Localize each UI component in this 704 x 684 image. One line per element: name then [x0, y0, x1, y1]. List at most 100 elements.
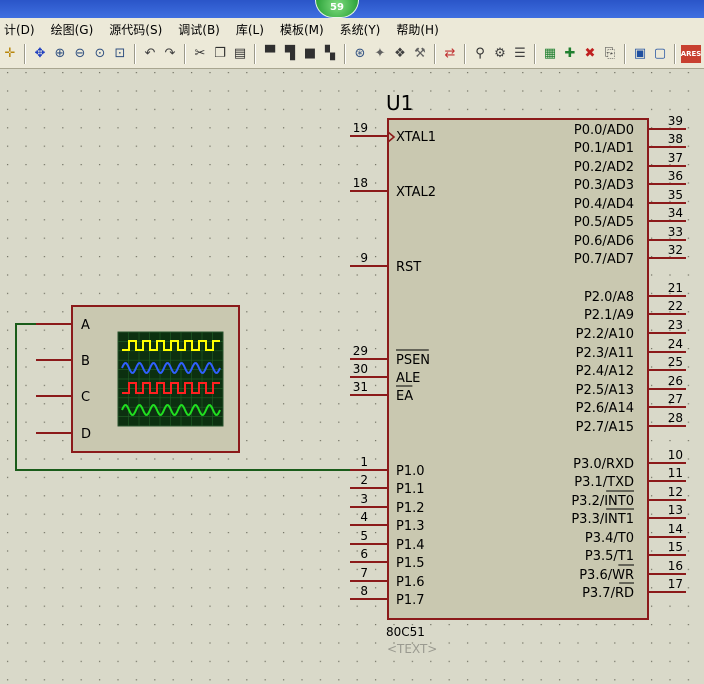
target-icon[interactable]: ✛ [4, 46, 16, 61]
pin-number-7: 7 [360, 566, 368, 580]
pin-label-p0-5-ad5: P0.5/AD5 [574, 215, 634, 230]
pin-label-p3-6-wr: P3.6/WR [579, 568, 634, 583]
pin-number-27: 27 [668, 392, 683, 406]
copy-icon[interactable]: ❐ [214, 46, 226, 61]
pin-number-35: 35 [668, 188, 683, 202]
pin-number-13: 13 [668, 503, 683, 517]
pin-number-23: 23 [668, 318, 683, 332]
block-copy-icon[interactable]: ▀ [265, 46, 275, 61]
pan-icon[interactable]: ✥ [34, 46, 46, 61]
menu-item-design[interactable]: 计(D) [4, 22, 35, 37]
pin-label-p2-2-a10: P2.2/A10 [576, 327, 634, 342]
scope-trace-a [122, 340, 220, 351]
zoom-in-icon[interactable]: ⊕ [54, 46, 66, 61]
pin-label-p3-7-rd: P3.7/RD [582, 586, 634, 601]
property-assign-icon[interactable]: ⚙ [494, 46, 506, 61]
toolbar-separator [464, 44, 466, 64]
pin-number-36: 36 [668, 169, 683, 183]
zoom-area-icon[interactable]: ⊡ [114, 46, 126, 61]
menu-item-graph[interactable]: 绘图(G) [50, 22, 94, 37]
pin-number-15: 15 [668, 540, 683, 554]
bill-of-materials-icon[interactable]: ▣ [633, 46, 647, 61]
pin-number-24: 24 [668, 337, 683, 351]
pin-number-9: 9 [360, 251, 368, 265]
microcontroller-u1[interactable]: U1 80C51 <TEXT> 19XTAL118XTAL29RST29PSEN… [350, 91, 686, 656]
zoom-all-icon[interactable]: ⊙ [94, 46, 106, 61]
menu-item-system[interactable]: 系统(Y) [339, 22, 381, 37]
pin-label-p0-4-ad4: P0.4/AD4 [574, 197, 634, 212]
pin-number-37: 37 [668, 151, 683, 165]
pin-number-26: 26 [668, 374, 683, 388]
cut-icon[interactable]: ✂ [194, 46, 206, 61]
pin-label-p1-1: P1.1 [396, 482, 425, 497]
pin-number-25: 25 [668, 355, 683, 369]
pick-device-icon[interactable]: ⊛ [354, 46, 366, 61]
pin-number-14: 14 [668, 522, 683, 536]
pin-label-p2-1-a9: P2.1/A9 [584, 308, 634, 323]
pin-number-4: 4 [360, 510, 368, 524]
pin-number-39: 39 [668, 114, 683, 128]
pin-label-p0-3-ad3: P0.3/AD3 [574, 178, 634, 193]
netlist-icon[interactable]: ☰ [514, 46, 526, 61]
toolbar-separator [184, 44, 186, 64]
toolbar-separator [434, 44, 436, 64]
menu-item-help[interactable]: 帮助(H) [396, 22, 439, 37]
pin-label-xtal1: XTAL1 [396, 130, 436, 145]
pin-number-11: 11 [668, 466, 683, 480]
new-sheet-icon[interactable]: ▦ [543, 46, 557, 61]
scope-trace-d [121, 404, 221, 416]
toolbar-separator [344, 44, 346, 64]
block-move-icon[interactable]: ▜ [285, 46, 295, 61]
ares-icon[interactable]: ARES [681, 45, 701, 63]
chip-reference: U1 [386, 91, 413, 115]
pin-label-p1-3: P1.3 [396, 519, 425, 534]
pin-label-rst: RST [396, 260, 421, 275]
pin-label-p1-4: P1.4 [396, 538, 425, 553]
pin-label-p3-0-rxd: P3.0/RXD [573, 457, 634, 472]
pin-label-p0-7-ad7: P0.7/AD7 [574, 252, 634, 267]
redo-icon[interactable]: ↷ [164, 46, 176, 61]
menu-item-library[interactable]: 库(L) [235, 22, 264, 37]
block-delete-icon[interactable]: ▚ [325, 46, 335, 61]
right-pins: 39P0.0/AD038P0.1/AD137P0.2/AD236P0.3/AD3… [571, 114, 686, 601]
scope-channel-d: D [81, 427, 91, 442]
pin-label-p2-3-a11: P2.3/A11 [576, 346, 634, 361]
undo-icon[interactable]: ↶ [144, 46, 156, 61]
add-sheet-icon[interactable]: ✚ [564, 46, 576, 61]
chip-part-number: 80C51 [386, 625, 425, 639]
toolbar-separator [24, 44, 26, 64]
pin-label-p0-0-ad0: P0.0/AD0 [574, 123, 634, 138]
make-device-icon[interactable]: ✦ [374, 46, 386, 61]
pin-number-1: 1 [360, 455, 368, 469]
remove-sheet-icon[interactable]: ✖ [584, 46, 596, 61]
paste-icon[interactable]: ▤ [233, 46, 247, 61]
scope-trace-c [122, 382, 220, 394]
scope-channel-a: A [81, 318, 90, 333]
menu-item-template[interactable]: 模板(M) [279, 22, 324, 37]
goto-sheet-icon[interactable]: ⎘ [604, 46, 616, 61]
left-pins: 19XTAL118XTAL29RST29PSEN30ALE31EA1P1.02P… [350, 121, 436, 608]
pin-label-p2-4-a12: P2.4/A12 [576, 364, 634, 379]
pin-number-32: 32 [668, 243, 683, 257]
search-icon[interactable]: ⚲ [475, 46, 485, 61]
pin-number-8: 8 [360, 584, 368, 598]
chip-body[interactable] [387, 118, 649, 620]
wire-scope-a-to-p1-0[interactable] [15, 323, 352, 471]
menu-item-debug[interactable]: 调试(B) [178, 22, 220, 37]
wire-autorouter-icon[interactable]: ⇄ [444, 46, 456, 61]
oscilloscope[interactable]: A B C D [36, 305, 240, 453]
pin-label-p1-5: P1.5 [396, 556, 425, 571]
pin-number-31: 31 [353, 380, 368, 394]
packaging-tool-icon[interactable]: ❖ [394, 46, 406, 61]
schematic-drawing[interactable]: U1 80C51 <TEXT> 19XTAL118XTAL29RST29PSEN… [0, 69, 704, 684]
export-netlist-icon[interactable]: ▢ [653, 46, 667, 61]
zoom-out-icon[interactable]: ⊖ [74, 46, 86, 61]
menu-item-source[interactable]: 源代码(S) [109, 22, 163, 37]
pin-number-12: 12 [668, 485, 683, 499]
pin-label-p3-1-txd: P3.1/TXD [574, 475, 634, 490]
pin-number-30: 30 [353, 362, 368, 376]
block-rotate-icon[interactable]: ■ [303, 46, 317, 61]
decompose-icon[interactable]: ⚒ [414, 46, 426, 61]
pin-label-p2-0-a8: P2.0/A8 [584, 290, 634, 305]
